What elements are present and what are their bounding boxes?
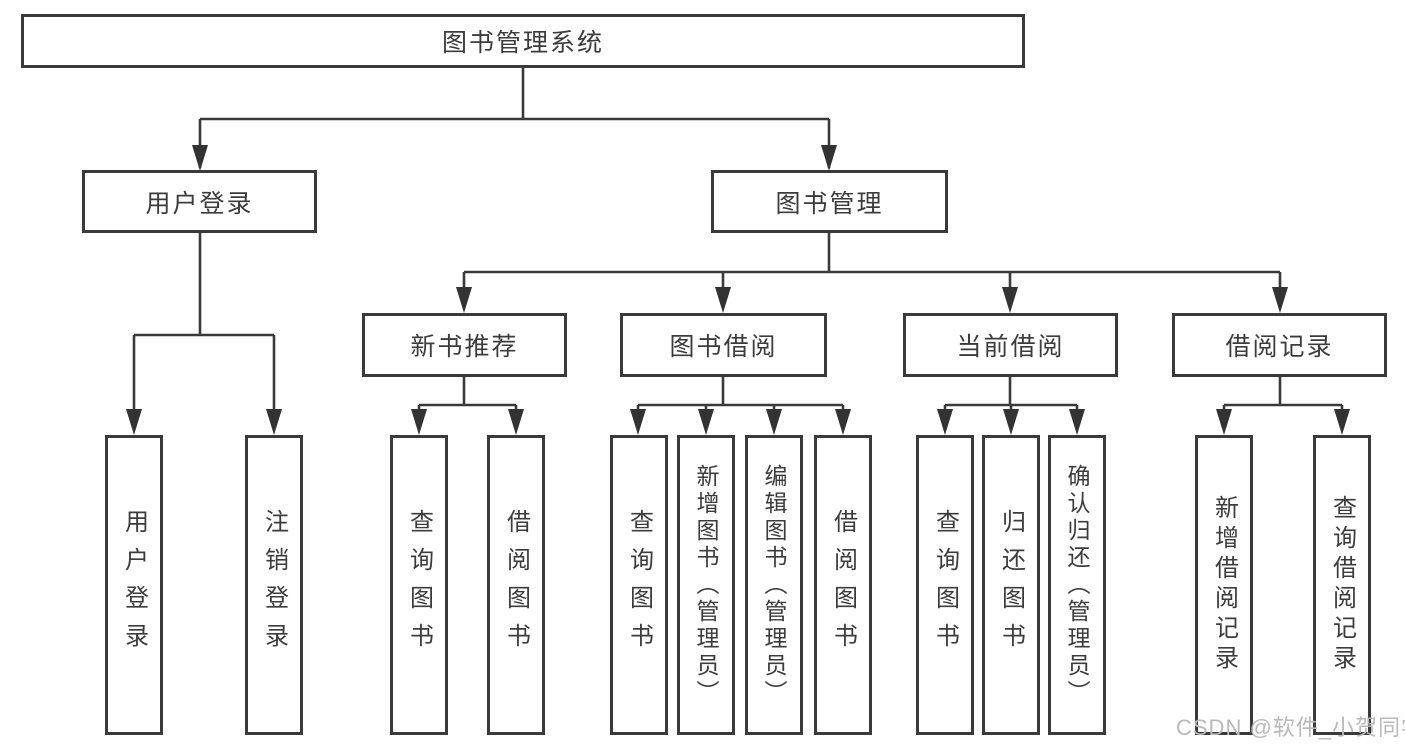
node-borrowing-records: 借阅记录 xyxy=(1172,313,1387,377)
leaf-add-books-admin: 新增图书（管理员） xyxy=(677,435,735,735)
node-user-login: 用户登录 xyxy=(82,170,317,233)
node-book-borrowing: 图书借阅 xyxy=(620,313,827,377)
leaf-borrow-books: 借阅图书 xyxy=(814,435,872,735)
node-root-system: 图书管理系统 xyxy=(21,14,1025,68)
leaf-query-books-recommend: 查询图书 xyxy=(390,435,448,735)
leaf-borrow-books-recommend: 借阅图书 xyxy=(487,435,545,735)
leaf-add-borrow-record: 新增借阅记录 xyxy=(1195,435,1253,735)
leaf-query-borrow-record: 查询借阅记录 xyxy=(1313,435,1371,735)
leaf-query-books-current: 查询图书 xyxy=(916,435,974,735)
leaf-user-login: 用户登录 xyxy=(105,435,163,735)
leaf-query-books-borrowing: 查询图书 xyxy=(610,435,668,735)
leaf-edit-books-admin: 编辑图书（管理员） xyxy=(745,435,803,735)
node-new-book-recommend: 新书推荐 xyxy=(362,313,567,377)
node-current-borrowing: 当前借阅 xyxy=(903,313,1118,377)
leaf-logout: 注销登录 xyxy=(245,435,303,735)
leaf-return-books: 归还图书 xyxy=(982,435,1040,735)
node-book-management: 图书管理 xyxy=(711,170,948,233)
csdn-watermark: CSDN @软件_小贺同学 xyxy=(1176,715,1405,740)
arrowheads xyxy=(126,145,1350,435)
leaf-confirm-return-admin: 确认归还（管理员） xyxy=(1048,435,1106,735)
